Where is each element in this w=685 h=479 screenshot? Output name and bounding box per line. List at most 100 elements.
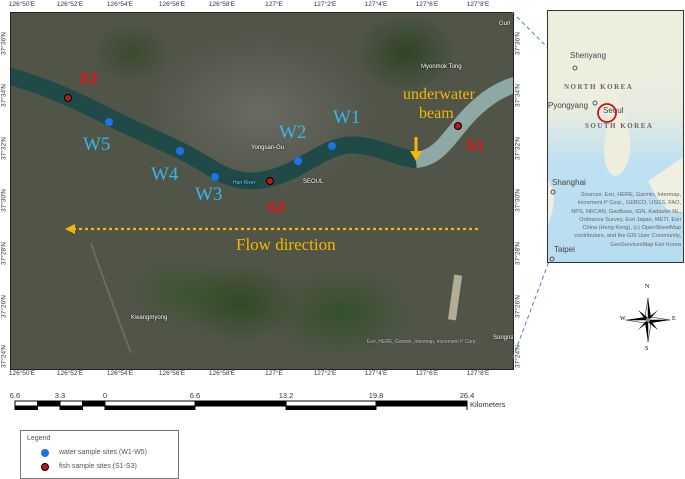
longitude-tick-label: 127°6'E [415,1,439,8]
credit-line: contributors, and the GIS User Community… [574,233,681,240]
locator-inset-map: Shenyang NORTH KOREA Pyongyang Seoul SOU… [547,10,684,263]
scale-segment [82,405,106,410]
scale-label: 13.2 [279,391,294,400]
water-site-w2-marker[interactable] [294,157,302,165]
underwater-beam-label-line2: beam [419,105,454,122]
longitude-tick-label: 126°50'E [8,370,36,377]
inset-seoul: Seoul [603,106,624,115]
water-site-w1-marker[interactable] [328,142,336,150]
legend-water-label: water sample sites (W1-W5) [59,449,147,456]
scale-segment [14,405,38,410]
compass-rose-icon [625,297,671,343]
longitude-tick-label: 127°6'E [415,370,439,377]
water-site-w1-label: W1 [333,107,361,128]
scale-segment [14,400,38,407]
scale-segment [375,400,468,407]
scale-label: 6.6 [190,391,200,400]
legend-fish-label: fish sample sites (S1-S3) [59,463,137,470]
longitude-tick-label: 126°58'E [208,1,236,8]
water-site-w4-label: W4 [151,164,179,185]
longitude-tick-label: 126°56'E [158,1,186,8]
inset-south-korea: SOUTH KOREA [585,122,654,130]
place-songnae: Songna [493,335,514,341]
scale-segment [194,405,287,410]
latitude-tick-label: 37°36'N [514,32,522,55]
scale-segment [82,400,106,407]
satellite-map: Myonmok Tong Guri Yongsan-Gu SEOUL Han R… [10,12,514,370]
latitude-tick-label: 37°30'N [0,189,8,212]
longitude-tick-label: 127°E [265,1,283,8]
fish-site-s2-marker[interactable] [266,177,274,185]
scale-segment [59,405,83,410]
longitude-tick-label: 127°8'E [466,1,490,8]
legend-water-marker [41,449,49,457]
scale-unit: Kilometers [470,400,506,409]
latitude-tick-label: 37°28'N [514,242,522,265]
longitude-tick-label: 126°52'E [56,1,84,8]
latitude-tick-label: 37°24'N [0,345,8,368]
compass-e: E [672,316,676,322]
river-layer [11,67,513,354]
longitude-tick-label: 126°56'E [158,370,186,377]
compass-w: W [620,316,626,322]
scale-segment [285,405,377,410]
water-site-w4-marker[interactable] [176,147,184,155]
underwater-beam-label-line1: underwater [403,86,475,103]
scale-segment [104,405,196,410]
compass-n: N [645,284,650,290]
water-site-w3-marker[interactable] [211,173,219,181]
scale-label: 0 [103,391,107,400]
fish-site-s1-marker[interactable] [454,122,462,130]
han-river-upstream [414,76,513,168]
place-myonmok-tong: Myonmok Tong [421,64,462,70]
legend-title: Legend [27,435,51,442]
place-han-river: Han River [233,180,256,186]
place-guri: Guri [499,21,511,27]
latitude-tick-label: 37°26'N [0,295,8,318]
han-river [11,67,421,190]
scale-segment [375,405,468,410]
legend-fish-marker [41,463,49,471]
scale-segment [285,400,377,407]
latitude-tick-label: 37°34'N [514,84,522,107]
inset-credits: Sources: Esri, HERE, Garmin, Intermap,in… [571,191,681,249]
inset-taipei: Taipei [554,245,575,254]
scale-segment [59,400,83,407]
road [90,242,132,354]
scale-bar: 6.6 3.3 0 6.6 13.2 19.8 26.4 Kilometers [0,380,540,410]
place-seoul: SEOUL [303,179,324,185]
latitude-tick-label: 37°32'N [514,137,522,160]
inset-shanghai: Shanghai [552,178,586,187]
longitude-tick-label: 127°4'E [364,370,388,377]
longitude-tick-label: 126°58'E [208,370,236,377]
beam-arrow-head [410,151,422,161]
longitude-tick-label: 127°2'E [313,1,337,8]
longitude-tick-label: 126°54'E [106,370,134,377]
scale-label: 3.3 [55,391,65,400]
credit-line: Sources: Esri, HERE, Garmin, Intermap, [580,192,681,198]
airport-runway [447,274,463,321]
longitude-tick-label: 126°52'E [56,370,84,377]
fish-site-s3-label: S3 [79,70,98,87]
credit-line: China (Hong Kong), (c) OpenStreetMap [582,225,681,232]
water-site-w5-marker[interactable] [105,118,113,126]
latitude-tick-label: 37°28'N [0,242,8,265]
compass-s: S [645,346,649,352]
scale-segment [104,400,196,407]
scale-label: 6.6 [10,391,20,400]
inset-land [548,11,683,262]
inset-shenyang: Shenyang [570,51,607,60]
latitude-tick-label: 37°32'N [0,137,8,160]
credit-line: NPS, NRCAN, GeoBase, IGN, Kadaster NL, [571,208,681,215]
fish-site-s3-marker[interactable] [64,94,72,102]
scale-segment [37,400,61,407]
map-attribution: Esri, HERE, Garmin, Intermap, increment … [367,339,477,345]
scale-label: 19.8 [369,391,384,400]
scale-segment [37,405,61,410]
place-kwangmyong: Kwangmyong [131,315,168,321]
place-yongsan-gu: Yongsan-Gu [251,145,285,151]
north-arrow-compass: N E S W [620,284,678,354]
scale-label: 26.4 [460,391,475,400]
inset-pyongyang: Pyongyang [548,101,589,110]
latitude-tick-label: 37°36'N [0,32,8,55]
